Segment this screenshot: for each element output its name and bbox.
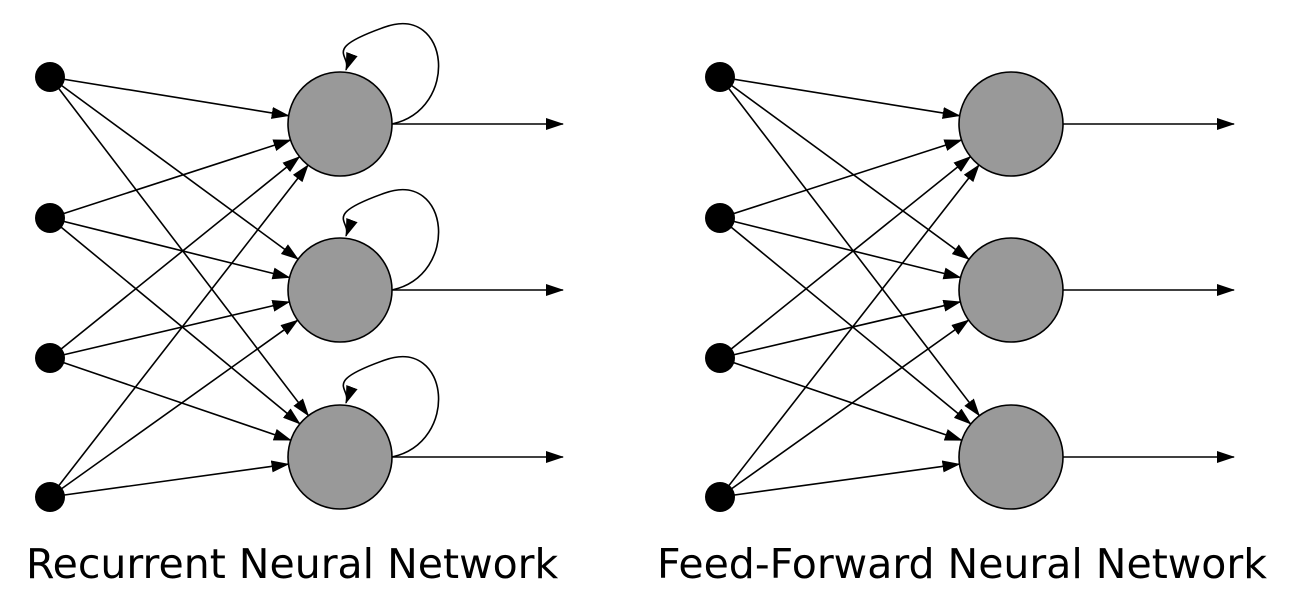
connection-arrow (719, 460, 961, 498)
input-node (705, 62, 735, 92)
connection-arrow (49, 319, 299, 498)
connection-arrow (719, 319, 970, 498)
connection-arrow (49, 139, 292, 219)
hidden-node (958, 404, 1064, 510)
connection-arrow (49, 299, 291, 359)
hidden-node (958, 71, 1064, 177)
input-node (705, 203, 735, 233)
recurrent-connections (49, 76, 310, 498)
self-loop-arrow (342, 356, 440, 458)
connection-arrow (49, 164, 309, 498)
input-node (35, 482, 65, 512)
connection-arrow (49, 76, 290, 119)
connection-arrow (49, 217, 301, 425)
connection-arrow (719, 139, 963, 219)
connection-arrow (719, 357, 963, 442)
recurrent-network: Recurrent Neural Network (26, 23, 564, 588)
feed-forward-network-caption: Feed-Forward Neural Network (657, 540, 1267, 588)
recurrent-self-loops (342, 23, 440, 458)
recurrent-input-nodes (35, 62, 65, 512)
connection-arrow (719, 155, 972, 359)
connection-arrow (719, 217, 962, 280)
feed-forward-connections (719, 76, 981, 498)
recurrent-hidden-nodes (287, 71, 393, 510)
connection-arrow (49, 357, 292, 441)
connection-arrow (49, 76, 310, 417)
connection-arrow (719, 76, 961, 119)
connection-arrow (49, 76, 299, 260)
recurrent-output-arrows (392, 118, 564, 463)
input-node (35, 343, 65, 373)
connection-arrow (49, 460, 290, 498)
feed-forward-network: Feed-Forward Neural Network (657, 62, 1267, 588)
input-node (705, 482, 735, 512)
feed-forward-output-arrows (1063, 118, 1235, 463)
feed-forward-hidden-nodes (958, 71, 1064, 510)
feed-forward-input-nodes (705, 62, 735, 512)
hidden-node (287, 404, 393, 510)
self-loop-arrow (342, 23, 440, 125)
input-node (705, 343, 735, 373)
connection-arrow (719, 299, 962, 359)
input-node (35, 203, 65, 233)
connection-arrow (719, 164, 980, 498)
hidden-node (958, 237, 1064, 343)
connection-arrow (49, 217, 291, 280)
self-loop-arrow (342, 189, 440, 291)
hidden-node (287, 71, 393, 177)
connection-arrow (49, 156, 301, 359)
hidden-node (287, 237, 393, 343)
connection-arrow (719, 217, 972, 425)
input-node (35, 62, 65, 92)
recurrent-network-caption: Recurrent Neural Network (26, 540, 559, 588)
connection-arrow (719, 76, 981, 417)
connection-arrow (719, 76, 970, 260)
